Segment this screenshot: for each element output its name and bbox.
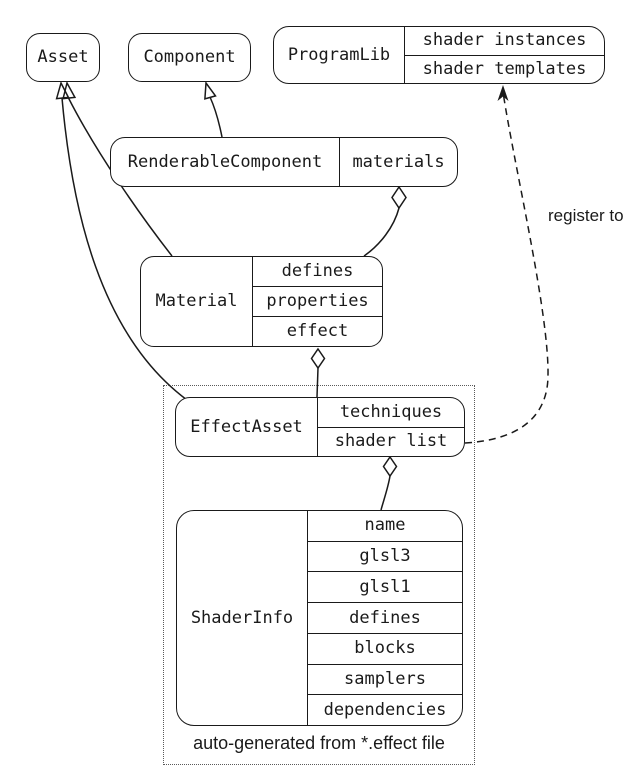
node-programlib-fields: shader instances shader templates xyxy=(405,27,604,83)
node-shaderinfo: ShaderInfo name glsl3 glsl1 defines bloc… xyxy=(176,510,463,726)
node-programlib-name: ProgramLib xyxy=(274,27,405,83)
field-glsl1: glsl1 xyxy=(308,571,462,602)
field-shader-list: shader list xyxy=(318,426,464,457)
field-defines: defines xyxy=(308,602,462,633)
node-material-name: Material xyxy=(141,257,253,346)
node-asset: Asset xyxy=(26,33,100,82)
node-material-fields: defines properties effect xyxy=(253,257,382,346)
auto-generated-group-outline xyxy=(163,385,475,765)
edge-effect-to-effectasset xyxy=(316,367,319,398)
field-name: name xyxy=(364,515,406,536)
arrowhead-register-icon xyxy=(497,85,509,101)
field-effect: effect xyxy=(253,316,382,346)
register-to-label: register to xyxy=(548,206,624,225)
aggregation-diamond-effect-icon xyxy=(310,347,326,370)
field-glsl3: glsl3 xyxy=(308,540,462,572)
field-materials: materials xyxy=(352,151,445,172)
edge-effectasset-to-asset xyxy=(61,97,188,401)
node-renderablecomponent-fields: materials xyxy=(340,138,457,186)
node-effectasset-fields: techniques shader list xyxy=(318,398,464,456)
field-properties: properties xyxy=(253,286,382,316)
node-component: Component xyxy=(128,33,251,82)
node-shaderinfo-name: ShaderInfo xyxy=(177,511,308,725)
node-renderablecomponent-name: RenderableComponent xyxy=(111,138,340,186)
field-blocks: blocks xyxy=(308,632,462,664)
auto-generated-label: auto-generated from *.effect file xyxy=(193,733,445,753)
node-material: Material defines properties effect xyxy=(140,256,383,347)
node-programlib: ProgramLib shader instances shader templ… xyxy=(273,26,605,84)
aggregation-diamond-materials-icon xyxy=(391,185,407,210)
node-shaderinfo-fields: name glsl3 glsl1 defines blocks samplers… xyxy=(308,511,462,725)
edge-materials-to-material xyxy=(363,207,400,257)
edge-renderable-to-component xyxy=(209,96,223,138)
field-techniques: techniques xyxy=(339,401,443,422)
edge-shaderlist-to-shaderinfo xyxy=(380,475,391,511)
node-effectasset-name: EffectAsset xyxy=(176,398,318,456)
node-effectasset: EffectAsset techniques shader list xyxy=(175,397,465,457)
field-samplers: samplers xyxy=(308,663,462,695)
field-defines: defines xyxy=(281,261,354,281)
field-shader-templates: shader templates xyxy=(405,54,604,84)
edge-register-to-programlib xyxy=(464,91,549,444)
field-shader-instances: shader instances xyxy=(422,30,587,51)
field-dependencies: dependencies xyxy=(308,694,462,725)
inheritance-triangle-asset-right-icon xyxy=(62,80,77,100)
node-renderablecomponent: RenderableComponent materials xyxy=(110,137,458,187)
inheritance-triangle-component-icon xyxy=(204,80,217,100)
